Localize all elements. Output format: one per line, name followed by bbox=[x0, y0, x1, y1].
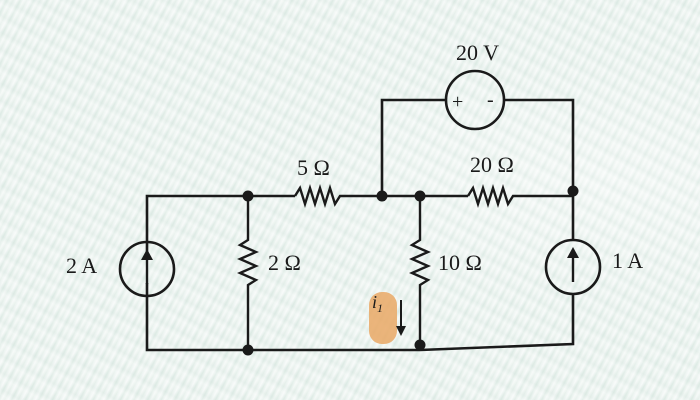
current-i1-symbol: i bbox=[372, 292, 377, 312]
voltage-minus-sign: - bbox=[487, 89, 494, 111]
node-dot bbox=[567, 185, 579, 197]
node-dot bbox=[414, 190, 426, 202]
node-dot bbox=[242, 344, 254, 356]
resistor-20-ohm-label: 20 Ω bbox=[470, 152, 514, 177]
wire-left-bottom bbox=[145, 283, 420, 352]
node-dot bbox=[414, 339, 426, 351]
current-source-2a bbox=[118, 240, 176, 298]
wire-left-top bbox=[145, 194, 295, 255]
current-i1-label: i1 bbox=[372, 292, 383, 315]
node-dot bbox=[376, 190, 388, 202]
current-highlight-marker bbox=[369, 292, 397, 344]
resistor-10-ohm bbox=[409, 196, 431, 350]
arrow-down-icon bbox=[396, 300, 406, 336]
resistor-5-ohm bbox=[293, 183, 382, 209]
voltage-source-20v bbox=[444, 69, 506, 131]
current-source-1a-label: 1 A bbox=[612, 248, 643, 273]
current-i1-subscript: 1 bbox=[377, 301, 383, 315]
resistor-5-ohm-label: 5 Ω bbox=[297, 155, 330, 180]
resistor-2-ohm-label: 2 Ω bbox=[268, 250, 301, 275]
wire-right-bottom bbox=[419, 294, 575, 352]
resistor-20-ohm bbox=[466, 183, 573, 209]
voltage-source-label: 20 V bbox=[456, 40, 499, 65]
node-dot bbox=[242, 190, 254, 202]
arrow-up-icon bbox=[141, 249, 153, 284]
resistor-10-ohm-label: 10 Ω bbox=[438, 250, 482, 275]
current-source-1a bbox=[544, 238, 602, 296]
current-source-2a-label: 2 A bbox=[66, 253, 97, 278]
wire-voltage-source-left bbox=[380, 98, 445, 196]
voltage-plus-sign: + bbox=[452, 91, 463, 113]
arrow-up-icon bbox=[567, 247, 579, 282]
resistor-2-ohm bbox=[237, 196, 259, 350]
wire-voltage-source-right bbox=[505, 98, 575, 196]
